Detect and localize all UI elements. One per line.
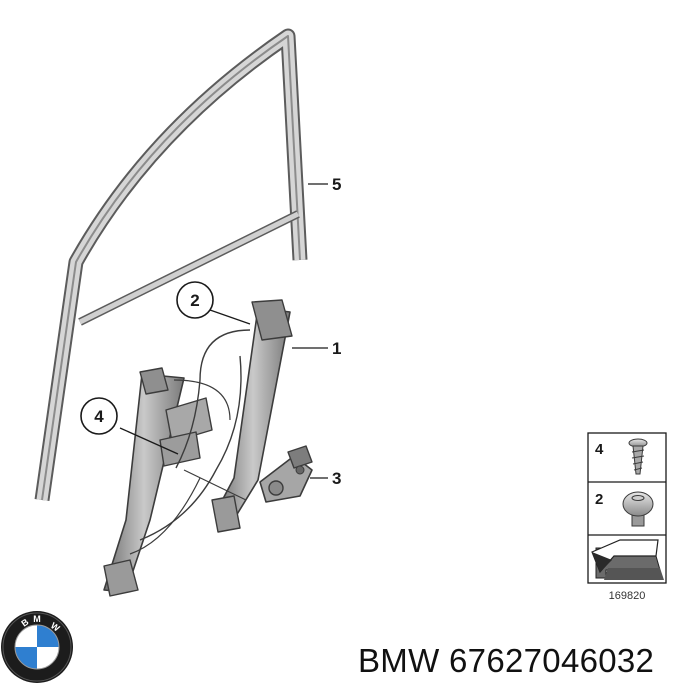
window-motor: [259, 445, 313, 503]
legend-item-2-number: 2: [595, 491, 603, 508]
svg-text:B: B: [19, 616, 30, 628]
fastener-legend: 4 2: [587, 432, 667, 584]
drawing-number: 169820: [609, 590, 646, 602]
window-guide-frame: [34, 28, 308, 502]
direction-arrow-icon: [591, 539, 664, 580]
callout-2: 2: [176, 281, 214, 319]
tapping-screw-icon: [628, 438, 648, 475]
caption-brand: BMW: [358, 642, 440, 679]
callout-3: 3: [332, 469, 341, 488]
part-caption: BMW 67627046032: [358, 642, 654, 680]
svg-text:M: M: [33, 614, 41, 624]
callout-1: 1: [332, 339, 341, 358]
round-head-screw-icon: [622, 491, 654, 527]
leader-lines: [119, 183, 328, 479]
callout-4-label: 4: [94, 407, 104, 426]
window-regulator: [103, 299, 293, 597]
bmw-roundel-icon: B M W: [1, 611, 73, 683]
callout-2-label: 2: [190, 291, 199, 310]
caption-part-number: 67627046032: [449, 642, 655, 679]
callout-5: 5: [332, 175, 341, 194]
legend-item-4-number: 4: [595, 441, 604, 458]
callout-4: 4: [80, 397, 118, 435]
